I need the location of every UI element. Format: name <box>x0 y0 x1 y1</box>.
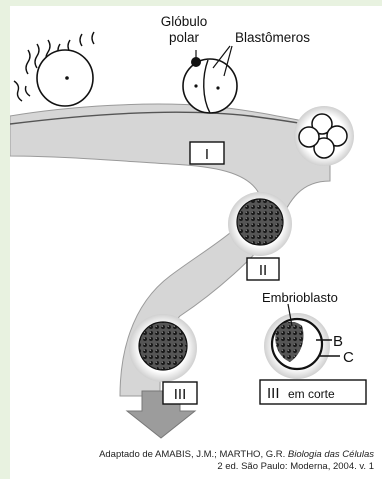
polar-body <box>191 57 201 67</box>
globulo-label: Glóbulo <box>161 14 208 29</box>
zygote <box>37 50 93 106</box>
caption-line-2: 2 ed. São Paulo: Moderna, 2004. v. 1 <box>99 461 374 473</box>
stage-label-iii-section: III em corte <box>267 385 335 402</box>
stage-label-iii-section-suffix: em corte <box>288 387 335 401</box>
c-label: C <box>343 349 354 366</box>
source-caption: Adaptado de AMABIS, J.M.; MARTHO, G.R. B… <box>99 449 374 473</box>
caption-authors: Adaptado de AMABIS, J.M.; MARTHO, G.R. <box>99 449 288 460</box>
blastomere-nucleus <box>216 86 219 89</box>
embrioblasto-label: Embrioblasto <box>262 290 338 305</box>
stage-label-iii-section-numeral: III <box>267 385 280 402</box>
blastomeros-label: Blastômeros <box>235 30 310 45</box>
embryo-development-diagram: Glóbulo polar Blastômeros Embrioblasto B… <box>10 6 382 446</box>
caption-book-title: Biologia das Células <box>288 449 374 460</box>
blastomere-nucleus <box>194 84 197 87</box>
morula <box>237 199 283 245</box>
stage-label-ii: II <box>259 262 267 279</box>
zygote-nucleus <box>65 76 69 80</box>
b-label: B <box>333 333 343 350</box>
blastocyst <box>139 322 187 370</box>
caption-line-1: Adaptado de AMABIS, J.M.; MARTHO, G.R. B… <box>99 449 374 461</box>
stage-label-iii: III <box>174 386 187 403</box>
polar-label: polar <box>169 30 200 45</box>
two-cell-embryo <box>183 59 237 113</box>
stage-label-i: I <box>205 146 209 163</box>
figure-panel: Glóbulo polar Blastômeros Embrioblasto B… <box>10 6 382 479</box>
